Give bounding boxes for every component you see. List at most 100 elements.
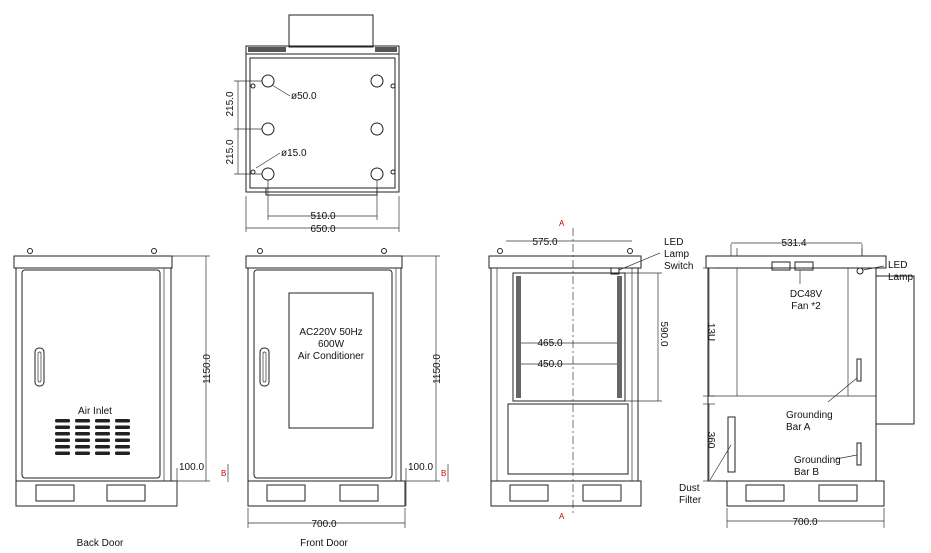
back-door-view: Air Inlet 1150.0 100.0 B Back Door	[13, 248, 229, 549]
plinth-cover	[266, 484, 306, 502]
plinth-cover	[582, 484, 622, 502]
section-marker-a-bottom: A	[559, 512, 565, 521]
roof-plate	[245, 53, 400, 193]
vent-slot	[115, 432, 130, 436]
dim-575: 575.0	[532, 237, 557, 248]
mounting-hole-small	[390, 83, 396, 89]
dim-510: 510.0	[310, 211, 335, 222]
vent-slot	[75, 451, 90, 455]
dim-465: 465.0	[537, 338, 562, 349]
dim-215-lower: 215.0	[225, 139, 236, 164]
dust-filter	[727, 416, 736, 473]
dim-height: 1150.0	[202, 354, 213, 384]
plinth-cover	[35, 484, 75, 502]
ground-a-label-1: Grounding	[786, 410, 833, 421]
ac-spec-line-2: 600W	[318, 339, 345, 350]
dim-base: 100.0	[179, 462, 204, 473]
cable-hole	[261, 122, 275, 136]
lower-compartment	[507, 403, 629, 475]
vent-slot	[75, 419, 90, 423]
dim-700: 700.0	[792, 517, 817, 528]
ground-a-label-2: Bar A	[786, 422, 811, 433]
cable-hole	[370, 122, 384, 136]
ac-spec-line-3: Air Conditioner	[298, 351, 365, 362]
section-marker-a-top: A	[559, 219, 565, 228]
vent-slot	[55, 432, 70, 436]
front-door-caption: Front Door	[300, 538, 348, 549]
plinth-cover	[509, 484, 549, 502]
door-handle-grip	[262, 351, 267, 383]
lifting-eye	[27, 248, 33, 254]
section-marker-b: B	[221, 469, 226, 478]
plinth	[490, 480, 642, 507]
hole-large-label: ø50.0	[291, 91, 317, 102]
vent-slot	[75, 438, 90, 442]
dim-531: 531.4	[781, 238, 806, 249]
vent-slot	[95, 432, 110, 436]
mounting-hole-small	[390, 169, 396, 175]
plinth	[247, 480, 406, 507]
hole-small-label: ø15.0	[281, 148, 307, 159]
fan-unit	[794, 261, 814, 271]
roof-vent-right	[375, 47, 397, 52]
door-handle	[259, 347, 270, 387]
vent-slot	[95, 419, 110, 423]
air-inlet-vents	[55, 419, 130, 455]
led-switch-label-1: LED	[664, 237, 683, 248]
vent-slot	[55, 425, 70, 429]
ac-unit-top	[288, 14, 374, 48]
vent-slot	[115, 425, 130, 429]
ground-b-label-1: Grounding	[794, 455, 841, 466]
vent-slot	[95, 445, 110, 449]
vent-slot	[115, 451, 130, 455]
rack-rail-left	[516, 276, 521, 398]
roof-cap	[245, 255, 403, 269]
plinth-cover	[339, 484, 379, 502]
fan-unit	[771, 261, 791, 271]
back-door-panel	[21, 269, 161, 479]
leader-hole-large	[271, 84, 291, 97]
led-lamp-switch	[610, 267, 620, 275]
leader-ground-a	[827, 377, 858, 403]
led-lamp	[856, 267, 864, 275]
dim-590: 590.0	[658, 321, 669, 346]
lifting-eye	[381, 248, 387, 254]
led-switch-label-2: Lamp	[664, 249, 689, 260]
vent-slot	[95, 425, 110, 429]
vent-slot	[115, 438, 130, 442]
cable-hole	[261, 167, 275, 181]
dim-215-upper: 215.0	[225, 91, 236, 116]
vent-slot	[75, 445, 90, 449]
section-marker-b: B	[441, 469, 446, 478]
plinth	[726, 480, 885, 507]
vent-slot	[55, 438, 70, 442]
cable-hole	[370, 167, 384, 181]
vent-slot	[75, 425, 90, 429]
section-b-view: DC48V Fan *2 LED Lamp Grounding Bar A Gr…	[679, 238, 915, 528]
top-view: 215.0 215.0 ø50.0 ø15.0 510.0 650.0	[225, 14, 400, 235]
vent-slot	[55, 445, 70, 449]
air-inlet-label: Air Inlet	[78, 406, 112, 417]
vent-slot	[55, 451, 70, 455]
roof-vent-left	[248, 47, 286, 52]
leader-led	[862, 265, 885, 271]
vent-slot	[55, 419, 70, 423]
dim-13u: 13U	[705, 323, 716, 341]
leader-hole-small	[255, 152, 281, 169]
grounding-bar-a	[856, 358, 862, 382]
led-label-2: Lamp	[888, 272, 913, 283]
plinth-cover	[818, 484, 858, 502]
leader-led-switch	[618, 252, 661, 271]
cabinet-body	[247, 267, 402, 482]
back-door-caption: Back Door	[77, 538, 124, 549]
dim-360: 360	[705, 432, 716, 449]
dim-base: 100.0	[408, 462, 433, 473]
roof-cap	[488, 255, 642, 269]
door-handle-grip	[37, 351, 42, 383]
front-door-view: AC220V 50Hz 600W Air Conditioner 1150.0 …	[245, 248, 449, 549]
lifting-eye	[151, 248, 157, 254]
vent-slot	[115, 445, 130, 449]
mounting-hole-small	[250, 169, 256, 175]
led-switch-label-3: Switch	[664, 261, 693, 272]
